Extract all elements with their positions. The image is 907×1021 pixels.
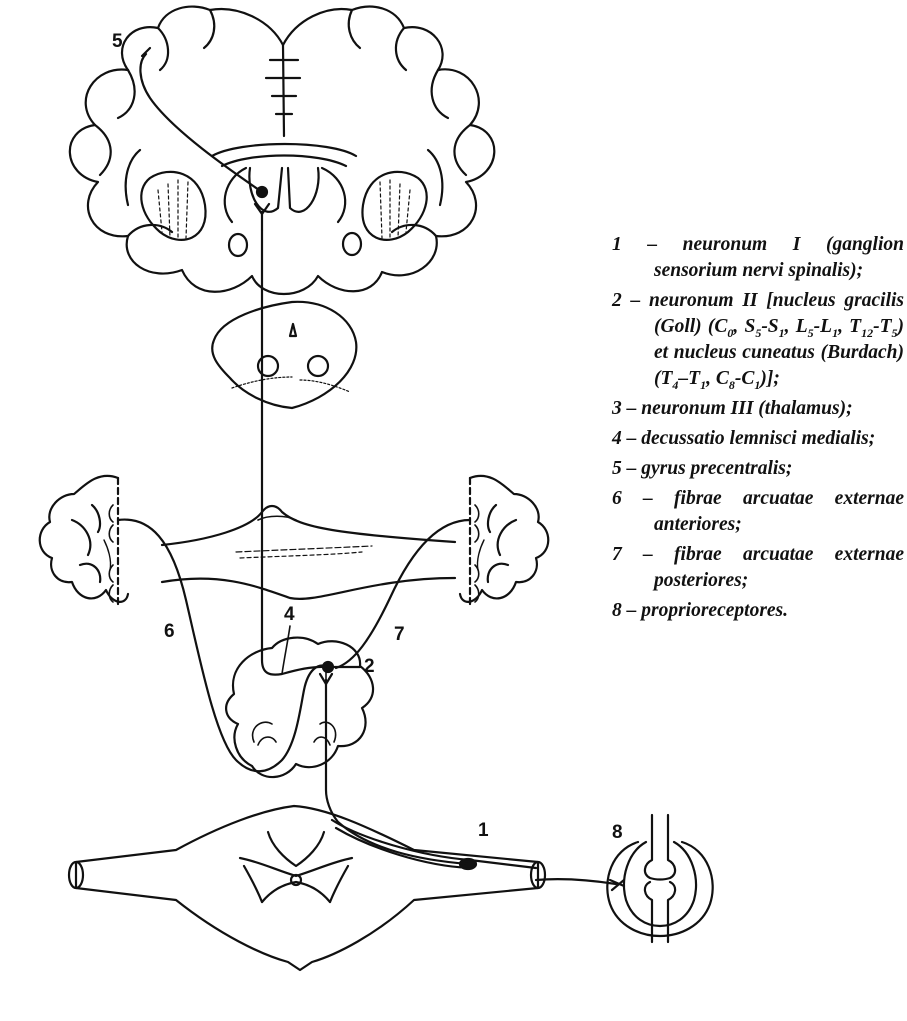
label-6: 6 — [164, 621, 175, 642]
label-4: 4 — [284, 604, 295, 625]
cerebellum-left — [40, 476, 128, 602]
label-5: 5 — [112, 31, 123, 52]
legend-item-6: 6 – fibrae arcuatae externae anteriores; — [612, 486, 904, 538]
label-7: 7 — [394, 624, 405, 645]
legend-item-8: 8 – proprioreceptores. — [612, 598, 904, 624]
label-8: 8 — [612, 822, 623, 843]
legend: 1 – neuronum I (ganglion sensorium nervi… — [612, 232, 904, 628]
legend-item-7: 7 – fibrae arcuatae externae posteriores… — [612, 542, 904, 594]
midbrain-outline — [212, 302, 356, 408]
label-1: 1 — [478, 820, 489, 841]
legend-item-4: 4 – decussatio lemnisci medialis; — [612, 426, 904, 452]
legend-item-1: 1 – neuronum I (ganglion sensorium nervi… — [612, 232, 904, 284]
spinal-cord-outline — [76, 806, 538, 970]
cerebellum-right — [460, 476, 548, 602]
legend-item-5: 5 – gyrus precentralis; — [612, 456, 904, 482]
label-2: 2 — [364, 656, 375, 677]
legend-item-3: 3 – neuronum III (thalamus); — [612, 396, 904, 422]
legend-item-2: 2 – neuronum II [nucleus gracilis (Goll)… — [612, 288, 904, 392]
